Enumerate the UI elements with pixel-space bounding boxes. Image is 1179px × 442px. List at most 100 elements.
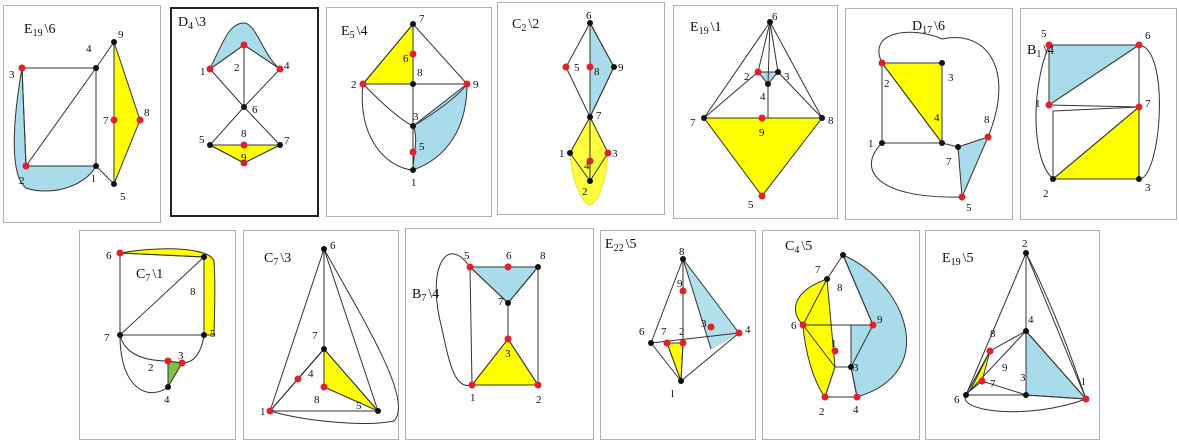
graph-panel-c4-minus-5: 7 8 6 9 1 3 2 4 C4\5 bbox=[762, 230, 920, 440]
vertex-label: 3 bbox=[1020, 372, 1026, 384]
vertex-label: 3 bbox=[701, 318, 707, 330]
vertex-label: 2 bbox=[351, 79, 357, 91]
graph-panel-e19-minus-5: 2 4 8 9 7 6 3 l E19\5 bbox=[925, 230, 1100, 440]
vertex-label: 7 bbox=[815, 264, 821, 276]
vertex-label: 2 bbox=[1043, 188, 1049, 200]
vertex-label: 5 bbox=[464, 250, 470, 262]
vertex-label: 6 bbox=[506, 250, 512, 262]
vertex-label: 9 bbox=[877, 314, 883, 326]
vertex-label: 6 bbox=[791, 320, 797, 332]
graph-title: D17\6 bbox=[912, 19, 946, 36]
vertex-label: 1 bbox=[260, 406, 266, 418]
vertex-label: 8 bbox=[837, 282, 843, 294]
vertex-label: 3 bbox=[784, 71, 790, 83]
vertex-label: 2 bbox=[536, 394, 542, 406]
graph-title: E19\6 bbox=[24, 22, 56, 39]
graph-drawing: 1 2 4 6 5 8 7 9 bbox=[199, 22, 290, 167]
vertex-label: 5 bbox=[966, 202, 972, 214]
graph-title: B7\4 bbox=[412, 287, 440, 304]
vertex-label: 7 bbox=[661, 326, 667, 338]
vertex-label: 2 bbox=[234, 62, 240, 74]
graph-drawing: 6 5 8 9 7 1 4 3 2 bbox=[559, 10, 624, 206]
graph-drawing: 7 6 8 2 9 3 5 1 bbox=[351, 13, 479, 189]
vertex-label: 8 bbox=[679, 246, 685, 258]
vertex-label: 8 bbox=[190, 286, 196, 298]
graph-drawing: 5 6 1 7 2 3 bbox=[1035, 28, 1160, 200]
vertex-label: 2 bbox=[744, 71, 750, 83]
vertex-label: 3 bbox=[1145, 182, 1151, 194]
graph-drawing: 2 4 8 9 7 6 3 l bbox=[954, 238, 1090, 413]
graph-drawing: 6 7 4 1 8 5 bbox=[260, 240, 399, 424]
vertex-label: 3 bbox=[413, 111, 419, 123]
vertex-label: 4 bbox=[934, 112, 940, 124]
vertex-label: 7 bbox=[419, 13, 425, 25]
graph-title: C2\2 bbox=[512, 17, 540, 34]
vertex-label: 8 bbox=[241, 128, 247, 140]
graph-drawing: 7 8 6 9 1 3 2 4 bbox=[791, 252, 907, 418]
graph-panel-c7-minus-1: 6 8 7 5 2 3 4 C7\1 bbox=[79, 230, 236, 440]
vertex-label: l bbox=[92, 173, 95, 185]
vertex-label: 1 bbox=[200, 66, 206, 78]
vertex-label: 4 bbox=[86, 43, 92, 55]
vertex-label: 8 bbox=[144, 107, 150, 119]
vertex-label: 5 bbox=[356, 400, 362, 412]
vertex-label: 7 bbox=[498, 296, 504, 308]
vertex-label: 8 bbox=[417, 67, 423, 79]
vertex-label: 5 bbox=[419, 141, 425, 153]
vertex-label: 7 bbox=[990, 378, 996, 390]
vertex-label: 2 bbox=[819, 406, 825, 418]
vertex-label: 7 bbox=[946, 156, 952, 168]
vertex-label: 5 bbox=[748, 199, 754, 211]
vertex-label: 9 bbox=[618, 62, 624, 74]
graph-panel-b7-minus-4: 5 6 8 7 3 1 2 B7\4 bbox=[405, 228, 594, 440]
vertex-label: 4 bbox=[853, 404, 859, 416]
vertex-label: 2 bbox=[19, 175, 25, 187]
graph-title: E22\5 bbox=[605, 237, 637, 254]
vertex-label: l bbox=[1082, 376, 1085, 388]
vertex-label: 4 bbox=[760, 91, 766, 103]
vertex-label: 7 bbox=[596, 110, 602, 122]
vertex-label: 6 bbox=[772, 11, 778, 23]
vertex-label: 8 bbox=[990, 328, 996, 340]
vertex-label: 8 bbox=[594, 66, 600, 78]
vertex-label: 2 bbox=[582, 186, 588, 198]
vertex-label: 3 bbox=[948, 72, 954, 84]
vertex-label: 4 bbox=[284, 60, 290, 72]
graph-drawing: 6 8 7 5 2 3 4 bbox=[104, 248, 216, 406]
vertex-label: 8 bbox=[314, 394, 320, 406]
vertex-label: 8 bbox=[828, 115, 834, 127]
vertex-label: 1 bbox=[470, 392, 476, 404]
vertex-label: 9 bbox=[241, 152, 247, 164]
vertex-label: 6 bbox=[252, 104, 258, 116]
graph-title: D4\3 bbox=[178, 15, 207, 32]
vertex-label: l bbox=[671, 388, 674, 400]
vertex-label: 9 bbox=[473, 79, 479, 91]
vertex-label: 2 bbox=[1022, 238, 1028, 250]
vertex-label: 4 bbox=[584, 160, 590, 172]
vertex-label: 7 bbox=[284, 135, 290, 147]
vertex-label: 9 bbox=[759, 127, 765, 139]
graph-panel-c2-minus-2: 6 5 8 9 7 1 4 3 2 C2\2 bbox=[497, 2, 665, 215]
graph-panel-e5-minus-4: 7 6 8 2 9 3 5 1 E5\4 bbox=[326, 7, 492, 217]
vertex-label: 7 bbox=[690, 117, 696, 129]
vertex-label: 9 bbox=[118, 29, 124, 41]
vertex-label: 6 bbox=[586, 10, 592, 22]
vertex-label: 2 bbox=[884, 78, 890, 90]
vertex-label: 5 bbox=[1041, 28, 1047, 40]
graph-panel-e19-minus-1: 6 2 3 4 7 9 8 5 E19\1 bbox=[673, 5, 838, 219]
graph-title: B1\4 bbox=[1027, 43, 1055, 60]
vertex-label: 2 bbox=[679, 326, 685, 338]
graph-drawing: 3 4 9 8 7 2 l 5 bbox=[9, 29, 150, 203]
vertex-label: 5 bbox=[574, 62, 580, 74]
graph-drawing: 5 6 8 7 3 1 2 bbox=[435, 250, 546, 406]
graph-title: E5\4 bbox=[341, 24, 368, 41]
vertex-label: 1 bbox=[1035, 98, 1041, 110]
vertex-label: 4 bbox=[308, 368, 314, 380]
vertex-label: 2 bbox=[148, 362, 154, 374]
graph-title: C7\3 bbox=[264, 251, 292, 268]
graph-panel-d4-minus-3: 1 2 4 6 5 8 7 9 D4\3 bbox=[170, 7, 319, 217]
vertex-label: 6 bbox=[1145, 30, 1151, 42]
graph-drawing: 6 2 3 4 7 9 8 5 bbox=[690, 11, 834, 211]
vertex-label: 1 bbox=[411, 177, 417, 189]
vertex-label: 6 bbox=[639, 326, 645, 338]
